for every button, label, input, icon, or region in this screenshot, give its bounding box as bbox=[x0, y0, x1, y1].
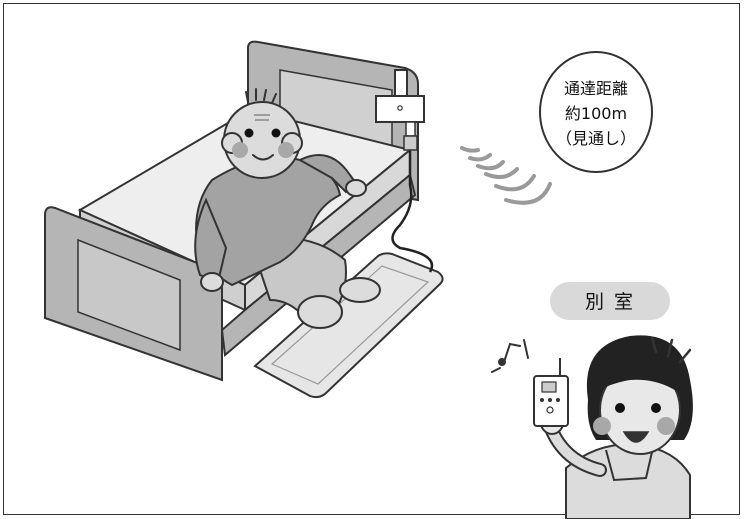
sensor-cable bbox=[391, 148, 434, 273]
receiver-device bbox=[533, 358, 569, 427]
room-label: 別 室 bbox=[550, 282, 670, 320]
transmitter bbox=[375, 69, 425, 151]
radio-waves bbox=[460, 146, 552, 205]
range-callout-line3: （見通し） bbox=[556, 129, 636, 148]
room-label-text: 別 室 bbox=[585, 291, 635, 313]
range-callout: 通達距離 約100m （見通し） bbox=[539, 51, 653, 173]
sound-note-icon bbox=[491, 339, 529, 373]
range-callout-line2: 約100m bbox=[565, 104, 627, 123]
range-callout-line1: 通達距離 bbox=[564, 79, 628, 98]
caregiver bbox=[539, 335, 693, 519]
elderly-man bbox=[194, 88, 381, 329]
